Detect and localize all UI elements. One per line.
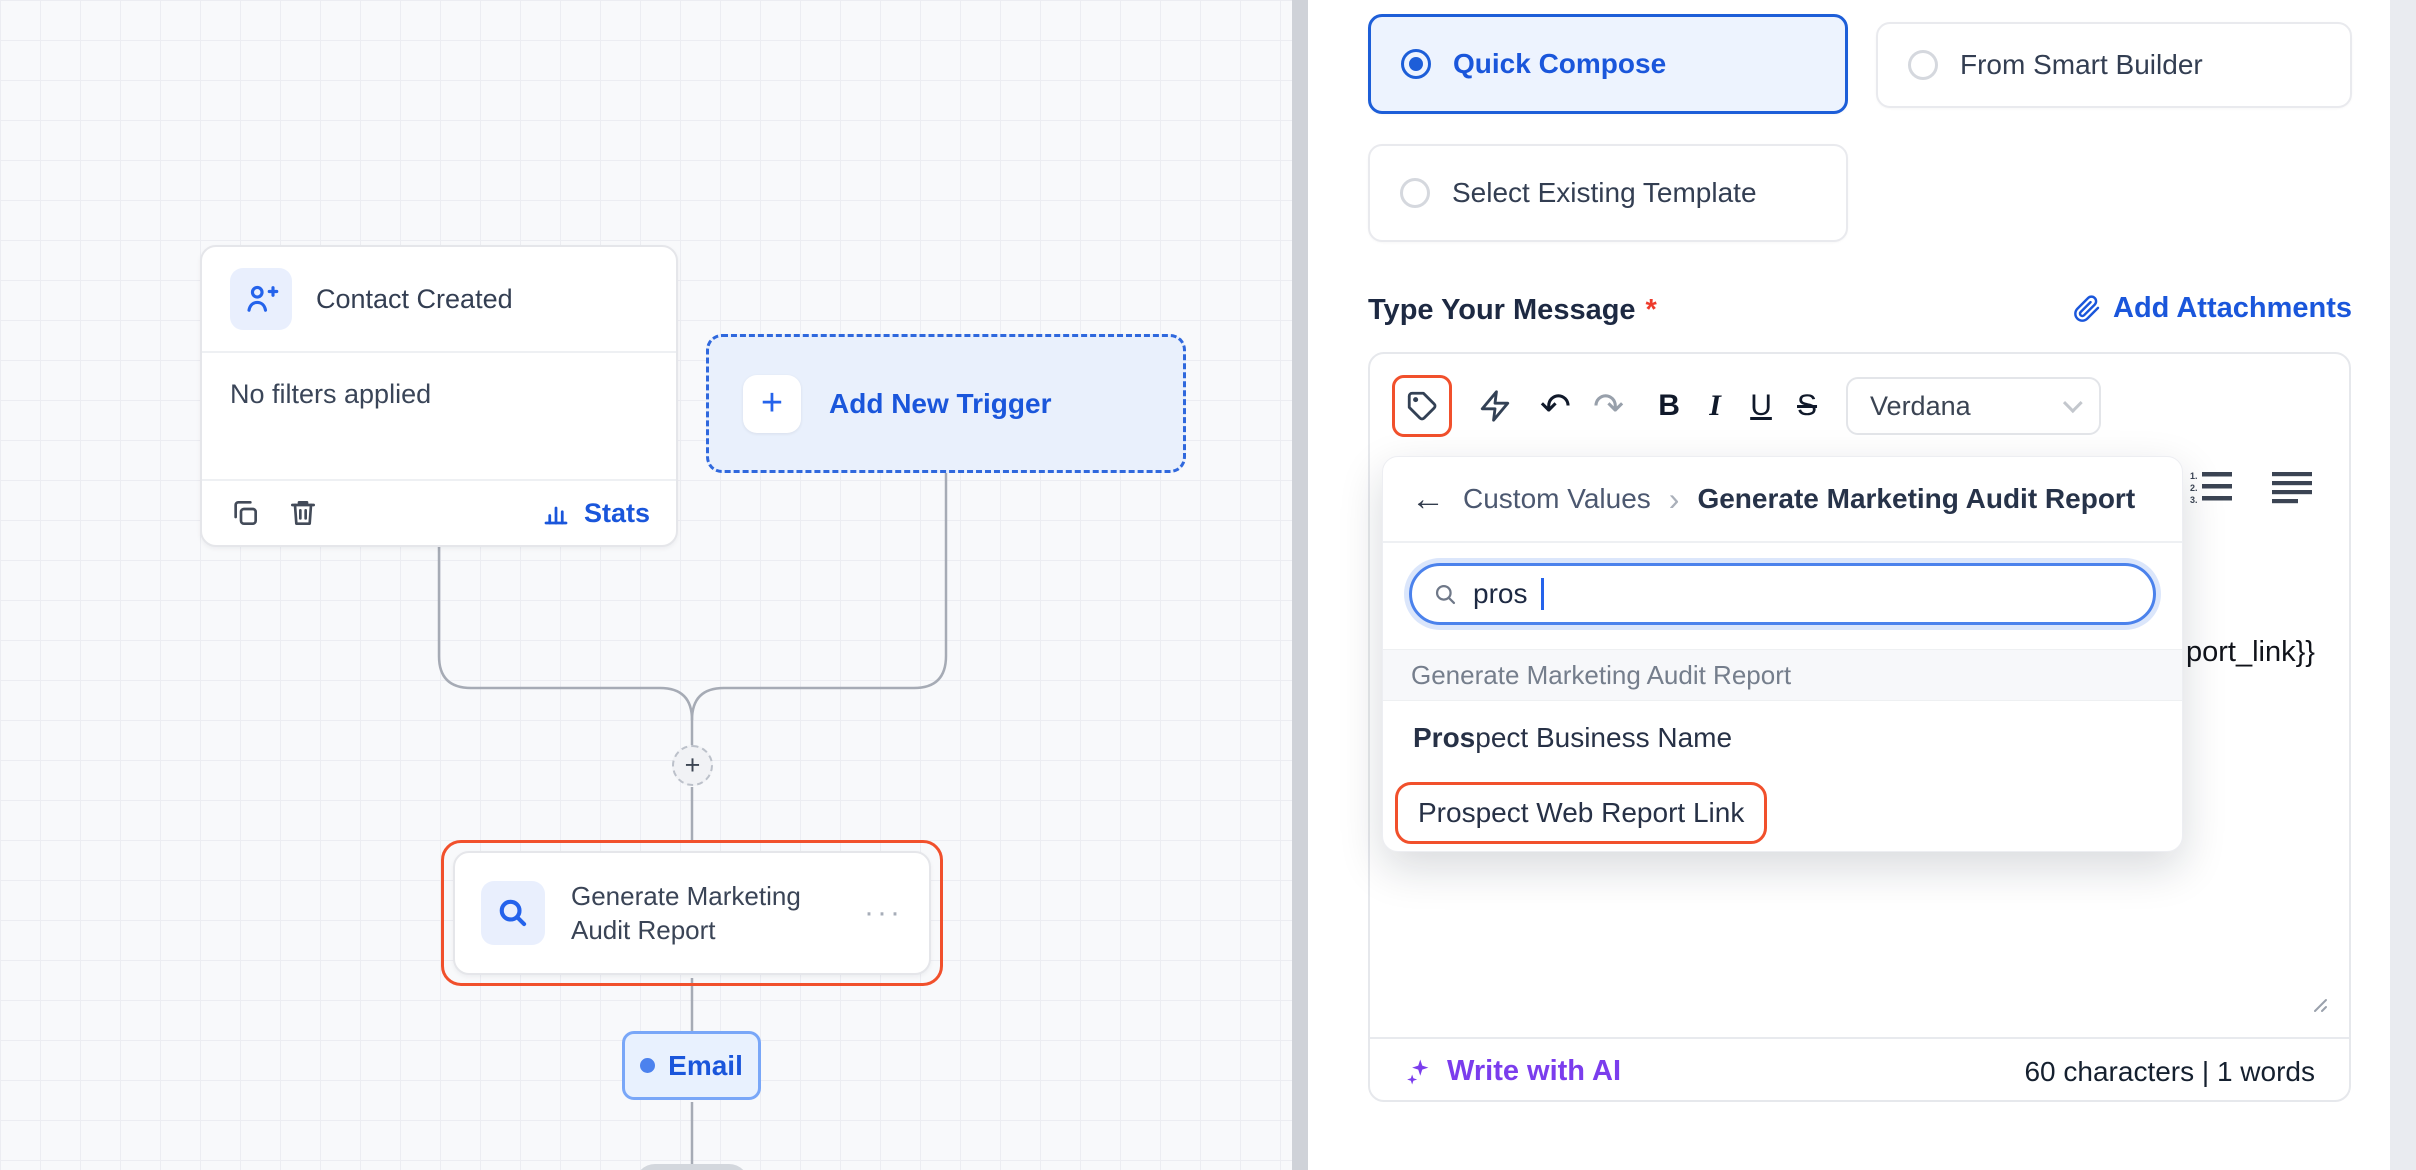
write-with-ai-label: Write with AI: [1447, 1055, 1621, 1087]
svg-text:3.: 3.: [2190, 495, 2198, 505]
match-text: Pros: [1413, 722, 1476, 753]
add-attachments-button[interactable]: Add Attachments: [2073, 292, 2352, 325]
plus-icon: +: [684, 750, 701, 780]
editor-footer: Write with AI 60 characters | 1 words: [1370, 1037, 2349, 1104]
compose-panel: Quick Compose From Smart Builder Select …: [1308, 0, 2390, 1170]
custom-values-tag-button[interactable]: [1392, 375, 1452, 437]
trigger-node-filters: No filters applied: [230, 379, 432, 409]
workflow-canvas[interactable]: + Contact Created No filters applied: [0, 0, 1292, 1170]
action-node-generate-report[interactable]: Generate Marketing Audit Report ···: [453, 851, 931, 975]
chevron-right-icon: ›: [1668, 481, 1680, 517]
custom-values-dropdown: ← Custom Values › Generate Marketing Aud…: [1382, 456, 2183, 852]
add-step-button[interactable]: +: [672, 745, 713, 786]
plus-icon: +: [743, 374, 801, 433]
text-caret: [1541, 578, 1545, 610]
tag-icon: [1407, 391, 1437, 421]
search-value: pros: [1473, 578, 1528, 609]
svg-text:2.: 2.: [2190, 483, 2198, 493]
custom-values-breadcrumb: ← Custom Values › Generate Marketing Aud…: [1383, 457, 2182, 543]
undo-button[interactable]: ↶: [1540, 385, 1572, 427]
svg-text:1.: 1.: [2190, 471, 2198, 481]
chevron-down-icon: [2062, 393, 2083, 414]
right-scrollbar-gutter[interactable]: [2390, 0, 2416, 1170]
trigger-node-footer: Stats: [202, 479, 676, 545]
match-text: Pros: [1418, 797, 1476, 828]
connector-lines: [437, 473, 948, 1166]
option-label: From Smart Builder: [1960, 49, 2203, 80]
font-family-value: Verdana: [1870, 390, 1971, 421]
action-node-title: Generate Marketing Audit Report: [571, 880, 801, 945]
redo-button[interactable]: ↷: [1593, 385, 1625, 427]
ordered-list-button[interactable]: 1. 2. 3.: [2188, 470, 2234, 506]
stats-button[interactable]: Stats: [541, 498, 650, 529]
bold-button[interactable]: B: [1658, 389, 1680, 422]
trigger-node-title: Contact Created: [316, 283, 513, 314]
sparkles-icon: [1407, 1059, 1429, 1084]
add-new-trigger-button[interactable]: + Add New Trigger: [706, 334, 1186, 473]
add-attachments-label: Add Attachments: [2113, 292, 2352, 324]
editor-toolbar-row2: 1. 2. 3.: [2188, 470, 2314, 506]
message-label: Type Your Message: [1368, 294, 1636, 326]
trash-icon[interactable]: [286, 496, 320, 530]
required-asterisk: *: [1645, 294, 1657, 326]
breadcrumb-custom-values[interactable]: Custom Values: [1463, 483, 1651, 514]
rest-text: pect Business Name: [1475, 722, 1733, 753]
radio-icon: [1908, 50, 1938, 80]
align-text-button[interactable]: [2270, 470, 2314, 506]
node-menu-dots-icon[interactable]: ···: [864, 896, 903, 929]
option-label: Quick Compose: [1453, 48, 1667, 79]
quick-actions-button[interactable]: [1478, 389, 1512, 423]
write-with-ai-button[interactable]: Write with AI: [1404, 1055, 1621, 1088]
magnifier-icon: [481, 881, 545, 945]
action-node-highlight-ring: Generate Marketing Audit Report ···: [441, 840, 943, 986]
underline-button[interactable]: U: [1750, 389, 1772, 422]
italic-button[interactable]: I: [1709, 389, 1721, 422]
stats-label: Stats: [583, 497, 650, 528]
paperclip-icon: [2074, 294, 2100, 322]
lightning-icon: [1480, 390, 1510, 422]
message-body-text[interactable]: port_link}}: [2186, 636, 2315, 668]
email-node[interactable]: Email: [622, 1031, 761, 1100]
character-word-counter: 60 characters | 1 words: [2024, 1055, 2315, 1087]
radio-icon: [1400, 178, 1430, 208]
font-family-select[interactable]: Verdana: [1846, 377, 2102, 435]
end-node: [635, 1164, 749, 1170]
add-new-trigger-label: Add New Trigger: [829, 387, 1052, 419]
search-icon: [1435, 584, 1456, 604]
rest-text: pect Web Report Link: [1475, 797, 1745, 828]
trigger-node-contact-created[interactable]: Contact Created No filters applied: [200, 245, 678, 547]
radio-selected-icon: [1401, 49, 1431, 79]
ordered-list-icon: 1. 2. 3.: [2190, 471, 2232, 505]
message-label-row: Type Your Message *: [1368, 294, 1657, 327]
option-from-smart-builder[interactable]: From Smart Builder: [1876, 22, 2352, 108]
back-arrow-icon[interactable]: ←: [1411, 480, 1445, 518]
panel-divider-scrollbar[interactable]: [1292, 0, 1308, 1170]
option-label: Select Existing Template: [1452, 177, 1757, 208]
contact-plus-icon: [230, 268, 292, 330]
trigger-node-header: Contact Created: [202, 247, 676, 353]
custom-values-group-header: Generate Marketing Audit Report: [1383, 649, 2182, 701]
email-status-dot: [640, 1058, 656, 1073]
option-select-existing-template[interactable]: Select Existing Template: [1368, 144, 1848, 242]
option-quick-compose[interactable]: Quick Compose: [1368, 14, 1848, 114]
bar-chart-icon: [544, 506, 568, 525]
resize-handle[interactable]: [2305, 990, 2329, 1014]
email-node-label: Email: [668, 1049, 743, 1081]
breadcrumb-current: Generate Marketing Audit Report: [1697, 483, 2136, 514]
custom-values-search-input[interactable]: pros: [1409, 563, 2156, 625]
copy-icon[interactable]: [228, 496, 262, 530]
align-text-icon: [2272, 472, 2312, 504]
strikethrough-button[interactable]: S: [1797, 389, 1818, 422]
editor-toolbar: ↶ ↷ B I U S Verdana: [1370, 354, 2349, 458]
